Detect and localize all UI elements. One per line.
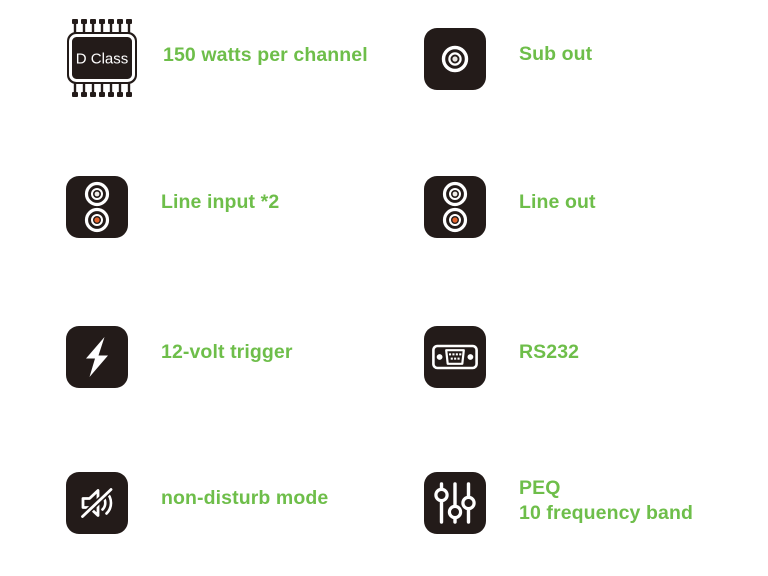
feature-item-non-disturb: non-disturb mode (66, 458, 424, 576)
feature-label-line-input: Line input *2 (161, 191, 280, 213)
feature-item-class-d-amplifier: D Class 150 watts per channel (66, 14, 424, 162)
rca-jack-pair-icon (66, 176, 128, 238)
feature-label-non-disturb: non-disturb mode (161, 487, 329, 509)
feature-item-peq: PEQ 10 frequency band (424, 458, 764, 576)
feature-label-trigger: 12-volt trigger (161, 341, 293, 363)
chip-icon: D Class (60, 16, 138, 100)
equalizer-sliders-icon (424, 472, 486, 534)
feature-item-line-out: Line out (424, 162, 764, 312)
rca-jack-single-icon (424, 28, 486, 90)
feature-item-rs232: RS232 (424, 312, 764, 458)
feature-label-class-d-amplifier: 150 watts per channel (163, 44, 368, 66)
feature-label-rs232: RS232 (519, 341, 580, 363)
feature-item-line-input: Line input *2 (66, 162, 424, 312)
feature-label-sub-out: Sub out (519, 43, 593, 65)
rca-jack-pair-icon (424, 176, 486, 238)
feature-label-peq: PEQ 10 frequency band (519, 477, 694, 524)
feature-label-line-out: Line out (519, 191, 596, 213)
speaker-muted-icon (66, 472, 128, 534)
chip-icon-label: D Class (76, 51, 129, 68)
lightning-bolt-icon (66, 326, 128, 388)
db9-serial-port-icon (424, 326, 486, 388)
feature-item-sub-out: Sub out (424, 14, 764, 162)
feature-item-trigger: 12-volt trigger (66, 312, 424, 458)
